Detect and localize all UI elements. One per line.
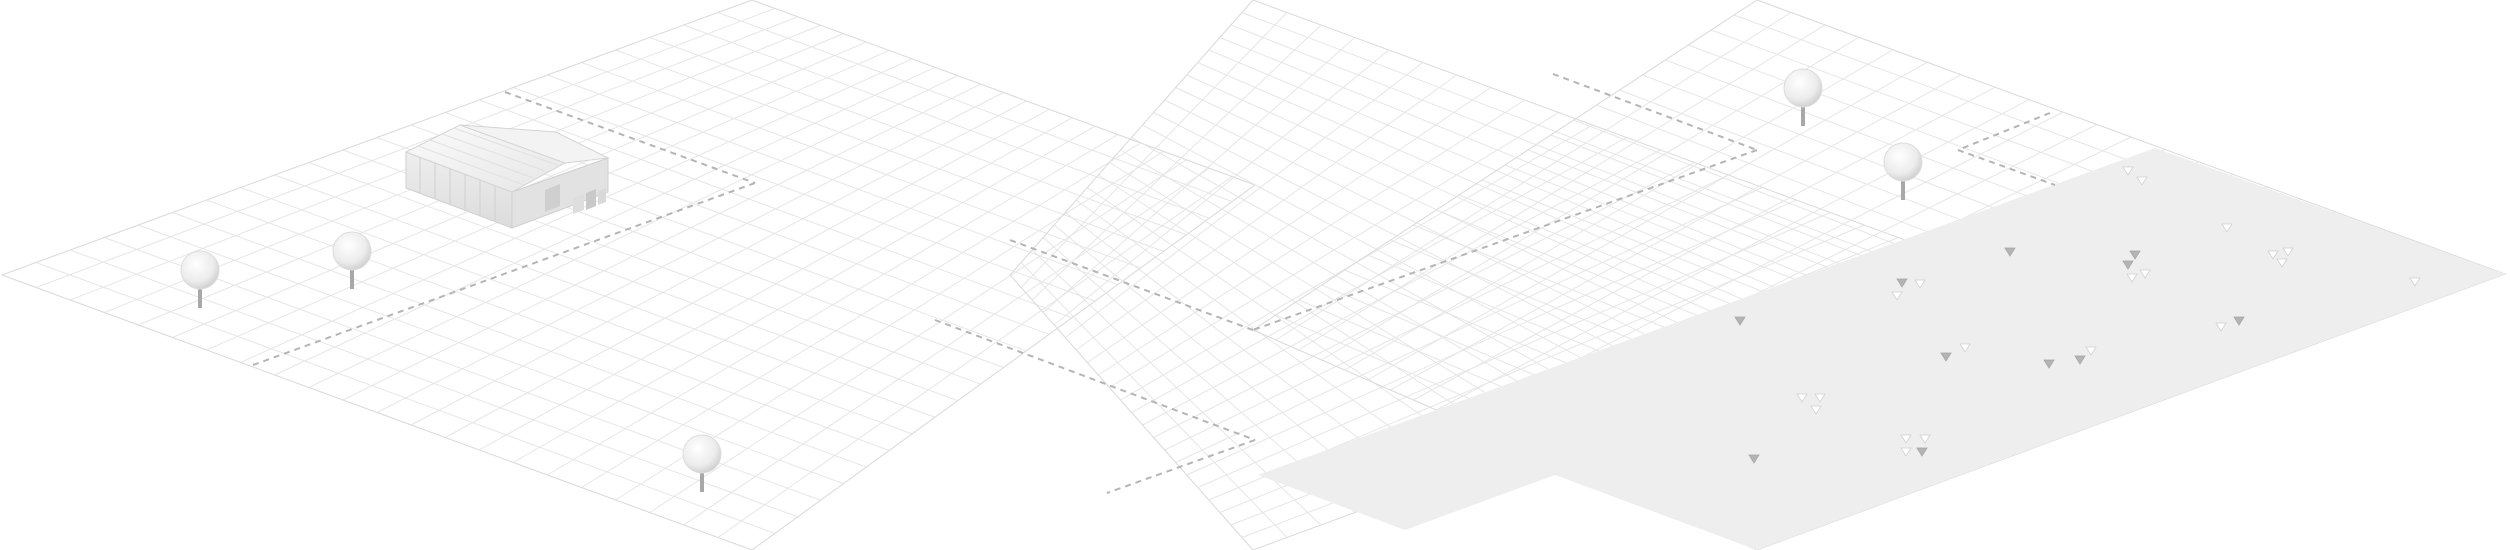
crop-marker-icon bbox=[2074, 355, 2086, 365]
grid-line bbox=[1197, 212, 1831, 488]
crop-marker-icon bbox=[2122, 166, 2134, 176]
crop-marker-icon bbox=[2043, 359, 2055, 369]
plot-outline bbox=[1251, 0, 2507, 550]
crop-marker-icon bbox=[1900, 447, 1912, 457]
field-boundaries bbox=[252, 73, 2056, 494]
grid-line bbox=[615, 49, 1164, 252]
crop-marker-icon bbox=[2215, 322, 2227, 332]
grid-line bbox=[1186, 199, 1797, 476]
grid-line bbox=[717, 12, 1233, 203]
grid-line bbox=[513, 125, 1096, 463]
grid-line bbox=[479, 99, 1073, 319]
crop-marker-icon bbox=[1796, 393, 1808, 403]
grid-line bbox=[581, 62, 1141, 269]
crop-marker-icon bbox=[1900, 434, 1912, 444]
crop-marker-icon bbox=[1940, 352, 1952, 362]
grid-line bbox=[649, 37, 1187, 236]
grid-line bbox=[581, 142, 1141, 488]
crop-marker-icon bbox=[2221, 223, 2233, 233]
plot-outline bbox=[1009, 0, 2002, 550]
grid-line bbox=[717, 176, 1233, 538]
grid-line bbox=[1219, 37, 1899, 313]
grid-line bbox=[1175, 187, 1763, 463]
crop-marker-icon bbox=[1919, 434, 1931, 444]
grid-line bbox=[1142, 124, 1661, 401]
grid-line bbox=[1164, 99, 1729, 376]
crop-marker-icon bbox=[1891, 291, 1903, 301]
grid-line bbox=[1153, 162, 1695, 438]
grid-line bbox=[547, 74, 1118, 286]
grid-line bbox=[1142, 149, 1661, 426]
crop-marker-icon bbox=[1914, 279, 1926, 289]
grid-line bbox=[479, 117, 1073, 451]
grid-line bbox=[376, 92, 1004, 413]
tree-icon bbox=[180, 250, 220, 308]
grid-line bbox=[547, 134, 1119, 476]
grid-line bbox=[683, 167, 1210, 526]
crop-marker-icon bbox=[2233, 316, 2245, 326]
crop-marker-icon bbox=[1810, 405, 1822, 415]
crop-marker-icon bbox=[1734, 316, 1746, 326]
grid-line bbox=[1153, 112, 1695, 388]
crop-marker-icon bbox=[2276, 258, 2288, 268]
crop-marker-icon bbox=[1748, 454, 1760, 464]
grid-line bbox=[649, 159, 1187, 513]
crop-marker-icon bbox=[2139, 269, 2151, 279]
grid-line bbox=[513, 87, 1096, 302]
crop-marker-icon bbox=[2004, 247, 2016, 257]
crop-marker-icon bbox=[2409, 277, 2421, 287]
crop-marker-icon bbox=[1916, 447, 1928, 457]
grid-line bbox=[444, 108, 1050, 438]
crop-marker-icon bbox=[2136, 176, 2148, 186]
grid-line bbox=[1197, 62, 1831, 338]
crop-marker-icon bbox=[2126, 273, 2138, 283]
grid-line bbox=[1230, 24, 1933, 301]
tree-icon bbox=[1883, 142, 1923, 200]
grid-line bbox=[1186, 74, 1797, 351]
grid-line bbox=[1241, 12, 1967, 288]
crop-marker-icon bbox=[1814, 393, 1826, 403]
crop-marker-icon bbox=[2267, 250, 2279, 260]
plot-outline bbox=[0, 0, 1257, 550]
crop-marker-icon bbox=[2282, 247, 2294, 257]
crop-field-area bbox=[1258, 148, 2505, 550]
crop-marker-icon bbox=[2122, 260, 2134, 270]
crop-marker-icon bbox=[2129, 250, 2141, 260]
grid-line bbox=[1175, 87, 1763, 363]
crop-marker-icon bbox=[1959, 343, 1971, 353]
tree-icon bbox=[332, 231, 372, 289]
grid-line bbox=[410, 100, 1027, 426]
grid-line bbox=[683, 24, 1210, 219]
crop-markers bbox=[1734, 166, 2421, 464]
tree-icon bbox=[1783, 68, 1823, 126]
grid-line bbox=[1208, 49, 1865, 326]
crop-marker-icon bbox=[2085, 346, 2097, 356]
tree-icon bbox=[682, 434, 722, 492]
barn-icon bbox=[404, 124, 610, 229]
crop-marker-icon bbox=[1896, 278, 1908, 288]
